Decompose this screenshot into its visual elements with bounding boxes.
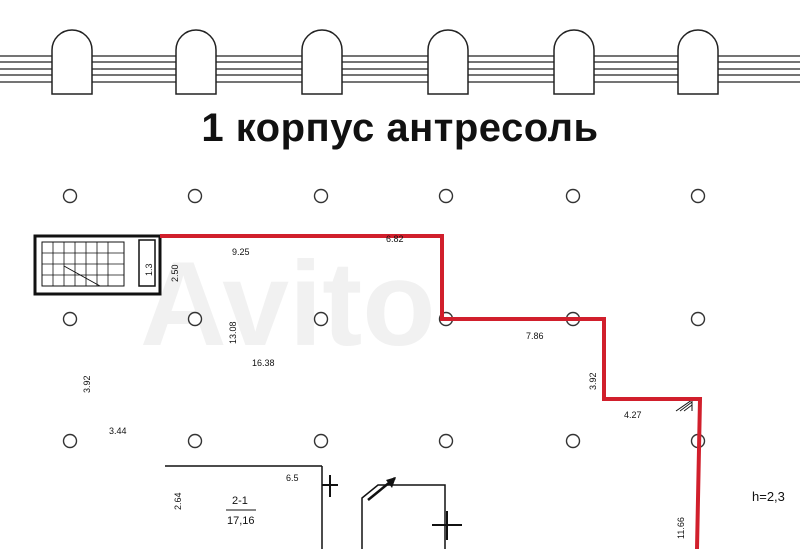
room-name: 2-1: [232, 495, 248, 507]
dim-stair-small: 1.3: [144, 263, 154, 276]
plan-title: 1 корпус антресоль: [201, 106, 599, 150]
dim-right-wall: 11.66: [676, 517, 686, 539]
room-area: 17,16: [227, 515, 255, 527]
dim-vertical-main: 13.08: [228, 321, 238, 344]
facade-strip: [0, 55, 800, 83]
dim-top-right: 6.82: [386, 234, 404, 244]
dim-right-bottom: 4.27: [624, 410, 642, 420]
dim-room-width: 6.5: [286, 473, 299, 483]
dim-top-left: 9.25: [232, 247, 250, 257]
interior-walls: [165, 399, 693, 549]
staircase: [33, 234, 162, 296]
dim-left-step: 3.92: [82, 375, 92, 393]
dim-right-step: 3.92: [588, 372, 598, 390]
ceiling-height-label: h=2,3: [752, 489, 785, 504]
dim-width-main: 16.38: [252, 358, 275, 368]
dim-room-height: 2.64: [173, 492, 183, 510]
watermark: Avito: [140, 237, 436, 371]
dim-stair-height: 2.50: [170, 264, 180, 282]
dim-left-bottom: 3.44: [109, 426, 127, 436]
dim-right-top: 7.86: [526, 331, 544, 341]
area-outline: [160, 234, 703, 549]
facade-arches: [51, 29, 719, 95]
